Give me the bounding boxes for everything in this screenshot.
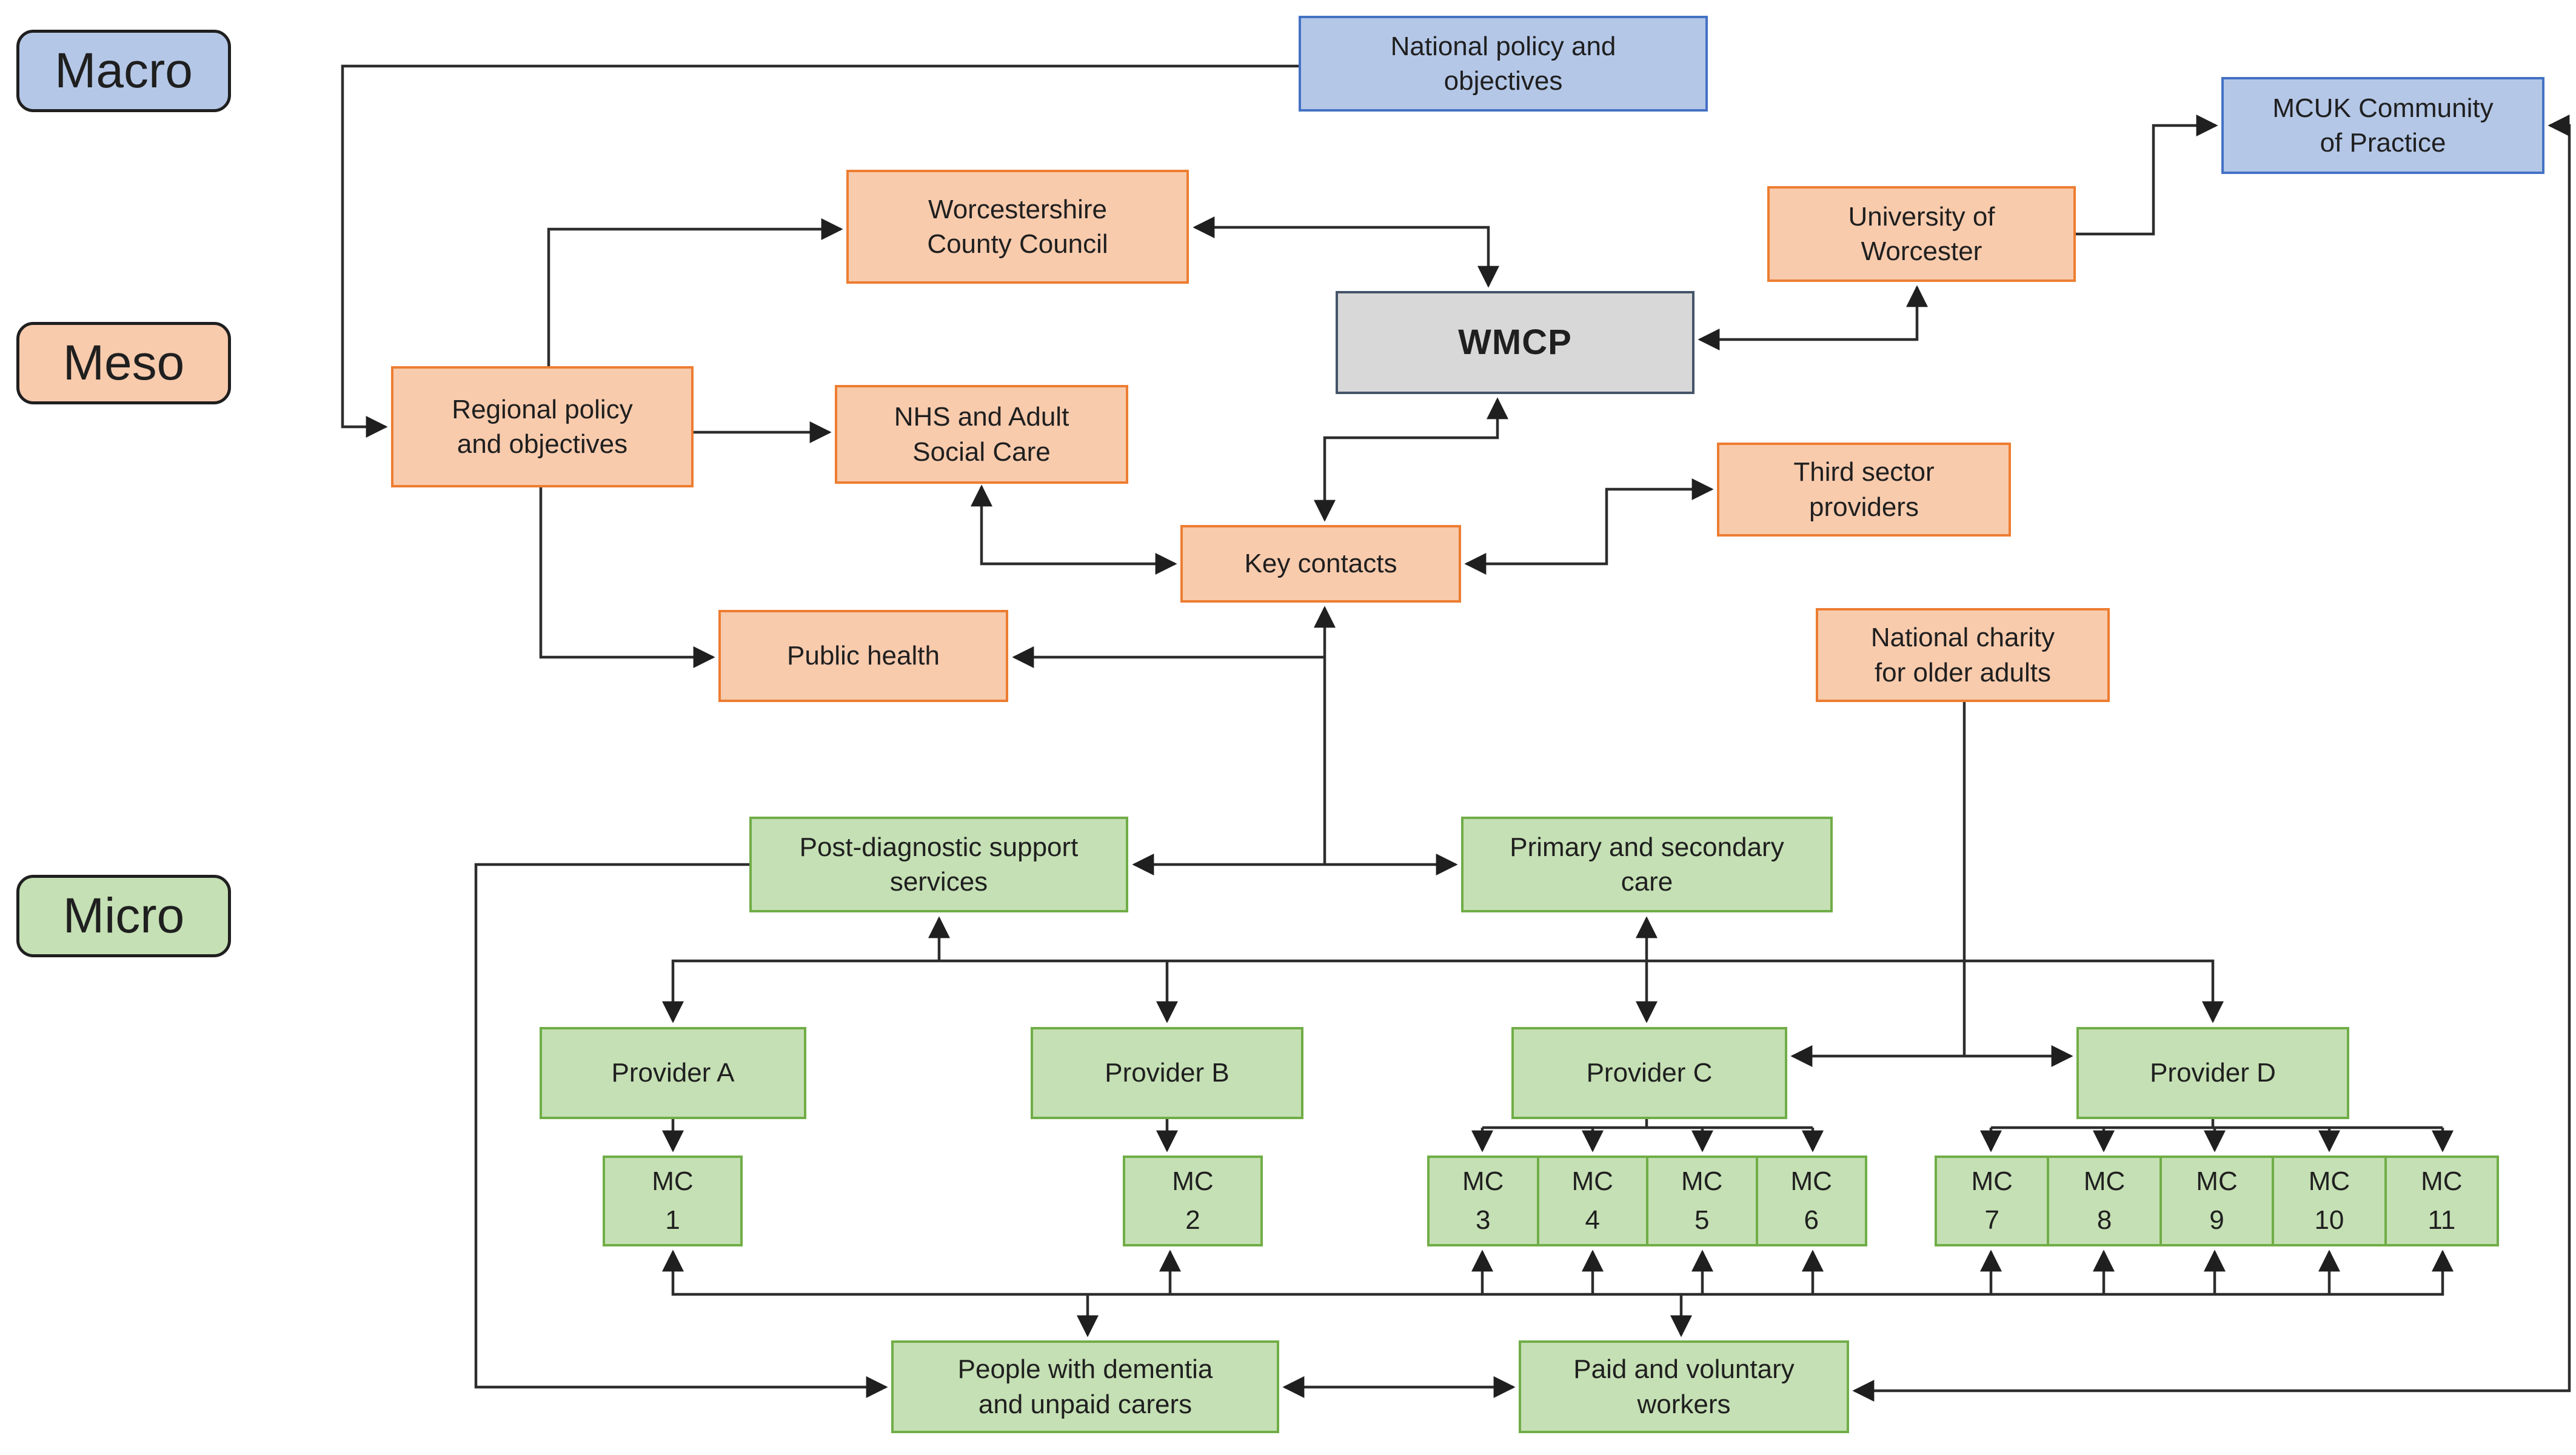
node-provider-c: Provider C [1511,1027,1787,1119]
node-mc6: MC 6 [1755,1158,1865,1244]
arrow-regional-to-publichealth [539,487,715,668]
arrow-bus-providers [662,959,2224,1023]
node-regional-policy: Regional policy and objectives [391,366,694,487]
node-provider-b: Provider B [1031,1027,1303,1119]
node-mc9: MC 9 [2159,1158,2272,1244]
node-mc2: MC 2 [1123,1156,1263,1246]
node-mc1: MC 1 [603,1156,743,1246]
arrow-wmcp-keycontacts [1314,397,1508,522]
arrow-regional-to-cc [547,218,843,366]
node-national-charity: National charity for older adults [1816,608,2110,702]
level-label-micro: Micro [16,875,231,957]
arrow-university-to-mcuk [2076,115,2218,236]
level-label-meso: Meso [16,322,231,404]
node-mc10: MC 10 [2272,1158,2384,1244]
node-key-contacts: Key contacts [1180,525,1461,603]
node-mc3: MC 3 [1462,1166,1504,1235]
arrow-natpolicy-to-regional [341,64,1299,438]
level-label-macro: Macro [16,30,231,112]
arrow-nhs-keycontacts [971,484,1177,575]
bus-lower [662,1249,2454,1296]
node-primary-secondary-care: Primary and secondary care [1461,817,1833,912]
arrow-cc-wmcp [1193,216,1499,288]
node-public-health: Public health [718,610,1008,702]
arrow-mcuk-paidworkers-loop [1852,115,2571,1402]
node-post-diagnostic: Post-diagnostic support services [749,817,1128,912]
node-people-with-dementia: People with dementia and unpaid carers [891,1340,1279,1433]
arrow-keycontacts-thirdsector [1464,478,1714,575]
node-nhs-adult-social-care: NHS and Adult Social Care [835,385,1128,484]
node-mc11: MC 11 [2384,1158,2497,1244]
arrow-postdiag-to-people-loop [474,863,888,1398]
node-university-worcester: University of Worcester [1767,186,2076,282]
node-third-sector: Third sector providers [1717,443,2011,537]
fan-providerd [1991,1119,2443,1129]
node-worcestershire-cc: Worcestershire County Council [846,170,1189,284]
node-national-policy: National policy and objectives [1299,16,1708,112]
node-mc4: MC 4 [1536,1158,1647,1244]
arrow-wmcp-university [1698,285,1928,350]
node-wmcp: WMCP [1336,291,1694,394]
mc-group-7-11: MC 7 MC 8 MC 9 MC 10 MC 11 [1935,1156,2499,1246]
node-mc7: MC 7 [1971,1166,2013,1235]
node-provider-a: Provider A [540,1027,806,1119]
node-mc5: MC 5 [1646,1158,1756,1244]
node-mcuk-community: MCUK Community of Practice [2221,77,2544,174]
fan-providerc [1482,1119,1813,1129]
mc-group-3-6: MC 3 MC 4 MC 5 MC 6 [1427,1156,1867,1246]
node-provider-d: Provider D [2076,1027,2349,1119]
node-mc8: MC 8 [2047,1158,2159,1244]
node-paid-voluntary-workers: Paid and voluntary workers [1519,1340,1849,1433]
